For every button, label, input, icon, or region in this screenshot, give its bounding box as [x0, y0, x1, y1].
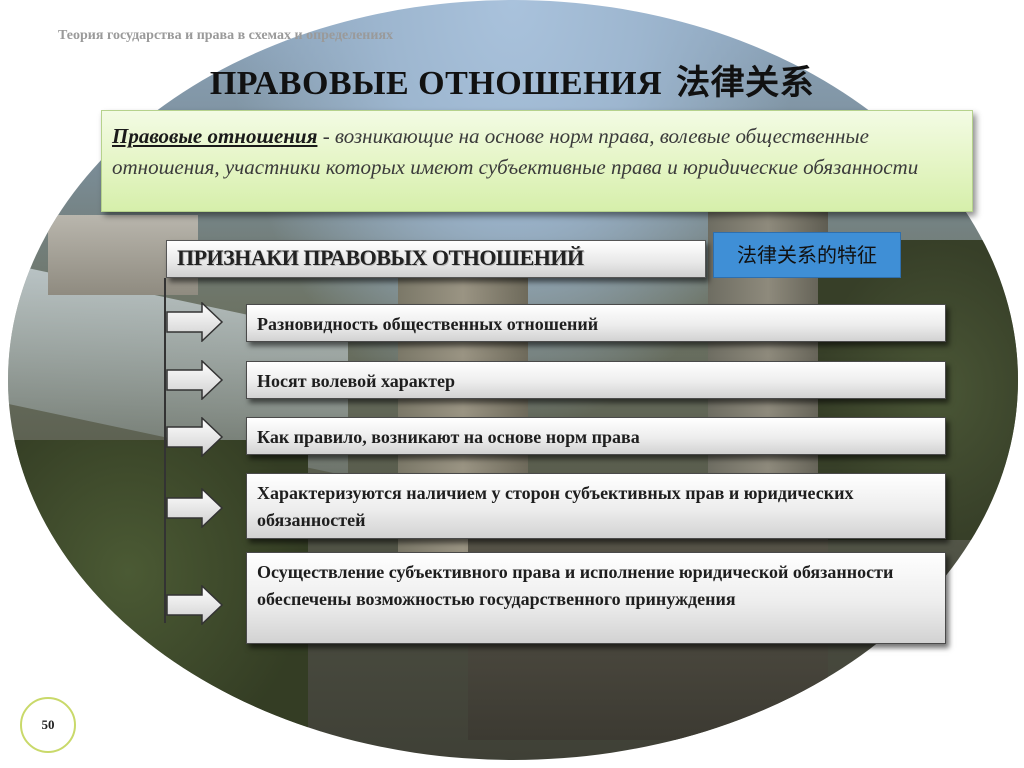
right-arrow-icon [166, 302, 224, 342]
definition-text: - возникающие на основе норм права, воле… [112, 124, 919, 179]
signs-header-cn-badge: 法律关系的特征 [713, 232, 901, 278]
page-number: 50 [20, 697, 76, 753]
page-title-ru: ПРАВОВЫЕ ОТНОШЕНИЯ [209, 65, 663, 102]
sign-item: Носят волевой характер [246, 361, 946, 399]
sign-item: Как правило, возникают на основе норм пр… [246, 417, 946, 455]
book-caption: Теория государства и права в схемах и оп… [58, 28, 394, 43]
sign-item: Характеризуются наличием у сторон субъек… [246, 473, 946, 539]
right-arrow-icon [166, 417, 224, 457]
right-arrow-icon [166, 585, 224, 625]
sign-item: Осуществление субъективного права и испо… [246, 552, 946, 644]
sign-item: Разновидность общественных отношений [246, 304, 946, 342]
right-arrow-icon [166, 488, 224, 528]
right-arrow-icon [166, 360, 224, 400]
page-title-cn: 法律关系 [676, 63, 815, 103]
definition-term: Правовые отношения [112, 124, 318, 148]
page-title: ПРАВОВЫЕ ОТНОШЕНИЯ 法律关系 [0, 55, 1024, 104]
connector-spine [164, 278, 166, 623]
signs-header: ПРИЗНАКИ ПРАВОВЫХ ОТНОШЕНИЙ [166, 240, 706, 278]
definition-box: Правовые отношения - возникающие на осно… [101, 110, 973, 212]
